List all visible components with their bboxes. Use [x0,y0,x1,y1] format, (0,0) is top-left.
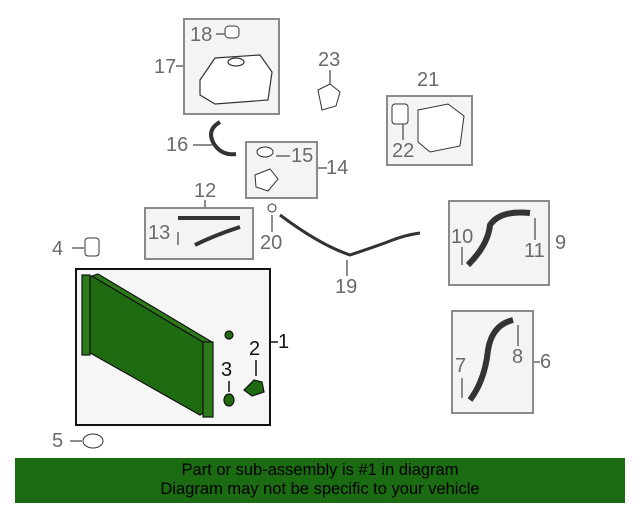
callout-18[interactable]: 18 [190,24,213,46]
reservoir-tank [199,54,273,105]
pipe-19 [279,213,421,257]
reservoir-cap [224,25,240,39]
callout-13[interactable]: 13 [148,222,171,244]
thermostat-housing [391,103,465,153]
water-pump [317,83,341,111]
radiator [81,273,265,418]
callout-7[interactable]: 7 [455,355,467,377]
callout-4[interactable]: 4 [52,238,64,260]
thermostat-14 [254,146,279,192]
callout-23[interactable]: 23 [318,49,341,71]
callout-17[interactable]: 17 [154,56,177,78]
callout-2[interactable]: 2 [249,338,261,360]
callout-14[interactable]: 14 [326,157,349,179]
hose-6 [467,317,514,402]
callout-22[interactable]: 22 [392,140,415,162]
group-box-6 [451,310,534,414]
callout-16[interactable]: 16 [166,134,189,156]
callout-10[interactable]: 10 [451,226,474,248]
callout-5[interactable]: 5 [52,430,64,452]
callout-6[interactable]: 6 [540,351,552,373]
group-box-12 [144,207,254,260]
callout-12[interactable]: 12 [194,180,217,202]
callout-8[interactable]: 8 [512,346,524,368]
hose-16 [209,120,237,157]
callout-11[interactable]: 11 [524,240,545,262]
callout-19[interactable]: 19 [335,276,358,298]
banner-line-1: Part or sub-assembly is #1 in diagram [181,461,459,479]
disclaimer-banner: Part or sub-assembly is #1 in diagram Di… [15,458,625,503]
hose-9 [465,209,531,268]
callout-20[interactable]: 20 [260,232,283,254]
callout-9[interactable]: 9 [555,232,567,254]
clip-20 [267,203,277,213]
leader-lines [70,33,540,442]
callout-15[interactable]: 15 [291,145,314,167]
callout-1[interactable]: 1 [278,331,290,353]
callout-21[interactable]: 21 [417,69,440,91]
bracket-4 [84,237,100,257]
banner-line-2: Diagram may not be specific to your vehi… [160,480,480,498]
mount-5 [82,433,104,449]
group-box-9 [448,200,550,286]
hose-12 [178,216,241,247]
callout-3[interactable]: 3 [221,359,233,381]
